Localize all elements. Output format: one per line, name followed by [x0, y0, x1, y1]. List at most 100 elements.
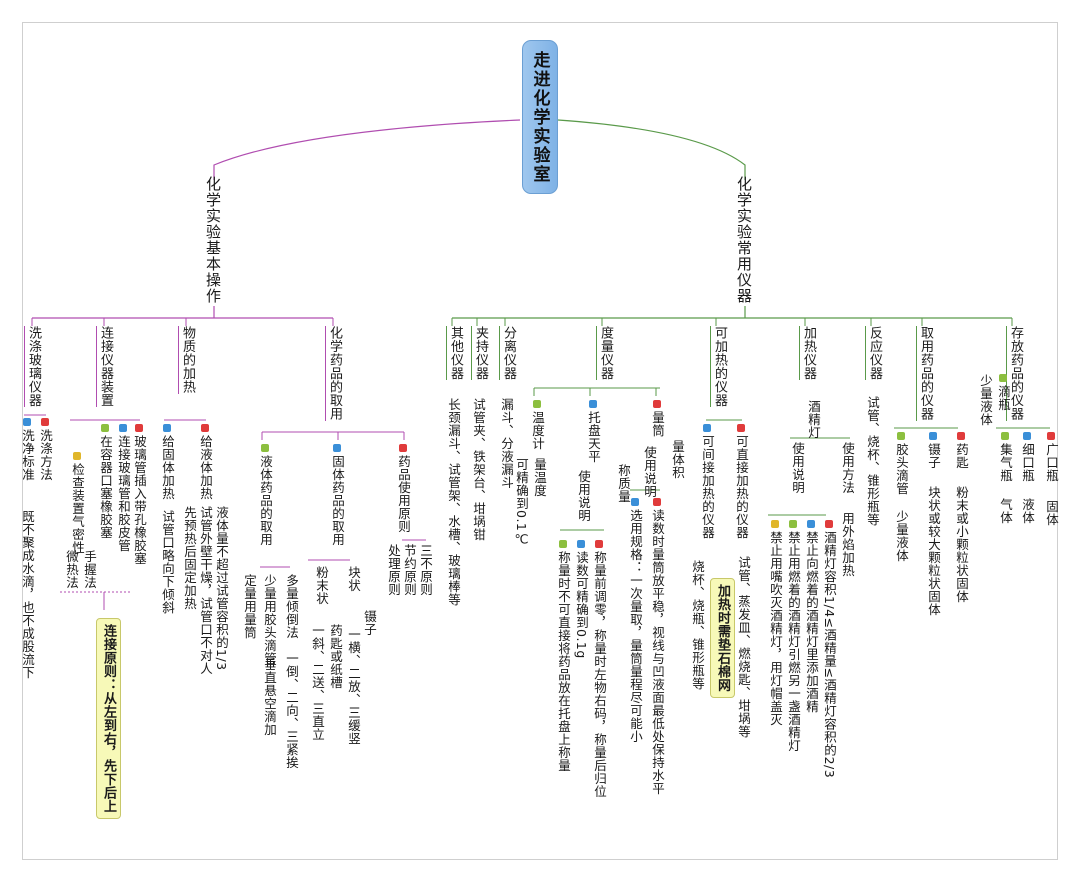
node-clamp-instruments[interactable]: 夹持仪器	[471, 326, 488, 380]
node-heating-instruments[interactable]: 加热仪器	[799, 326, 816, 380]
node-fixed-volume[interactable]: 定量用量筒	[242, 574, 257, 639]
node-balance-2[interactable]: 读数可精确到0.1g	[574, 540, 589, 659]
node-lamp-4[interactable]: 禁止用嘴吹灭酒精灯，用灯帽盖灭	[768, 520, 783, 726]
node-lamp-2[interactable]: 禁止向燃着的酒精灯里添加酒精	[804, 520, 819, 713]
node-lamp-method[interactable]: 使用方法	[840, 442, 855, 494]
node-tweezers[interactable]: 镊子	[362, 610, 377, 636]
priority-1-icon	[825, 520, 833, 528]
node-connect-item1[interactable]: 玻璃管插入带孔橡胶塞	[132, 424, 147, 565]
node-dropper-inst[interactable]: 胶头滴管	[894, 432, 909, 495]
node-direct-text[interactable]: 试管、蒸发皿、燃烧匙、坩埚等	[736, 556, 751, 738]
node-lamp-1[interactable]: 酒精灯容积1/4≤酒精量≤酒精灯容积的2/3	[822, 520, 837, 778]
node-gas-text[interactable]: 气体	[998, 498, 1013, 524]
node-heat-liquid-2[interactable]: 试管外壁干燥，试管口不对人	[198, 506, 213, 675]
node-little[interactable]: 少量用胶头滴管	[262, 574, 277, 665]
node-little-method[interactable]: 垂直悬空滴加	[262, 658, 277, 736]
node-balance[interactable]: 托盘天平	[586, 400, 601, 463]
node-lamp-usage[interactable]: 使用说明	[790, 442, 805, 494]
node-connect-item3[interactable]: 在容器口塞橡胶塞	[98, 424, 113, 539]
node-narrow-bottle[interactable]: 细口瓶	[1020, 432, 1035, 482]
node-wash-standard[interactable]: 洗净标准	[20, 418, 35, 481]
node-indirect-text[interactable]: 烧杯、烧瓶、锥形瓶等	[690, 560, 705, 690]
priority-3-icon	[897, 432, 905, 440]
node-wash-standard-text[interactable]: 既不聚成水滴，也不成股流下	[20, 510, 35, 679]
connect-principle-note[interactable]: 连接原则：从左到右，先下后上	[96, 618, 121, 819]
node-other-instruments[interactable]: 其他仪器	[446, 326, 463, 380]
node-taking-instruments[interactable]: 取用药品的仪器	[916, 326, 933, 421]
node-storage-instruments[interactable]: 存放药品的仪器	[1006, 326, 1023, 421]
node-dropper-text[interactable]: 少量液体	[894, 510, 909, 562]
node-much[interactable]: 多量倾倒法	[284, 574, 299, 639]
priority-2-icon	[807, 520, 815, 528]
node-reaction-text[interactable]: 试管、烧杯、锥形瓶等	[865, 396, 880, 526]
node-powder[interactable]: 粉末状	[314, 566, 329, 605]
node-reaction-instruments[interactable]: 反应仪器	[865, 326, 882, 380]
node-cylinder-1[interactable]: 读数时量筒放平稳，视线与凹液面最低处保持水平	[650, 498, 665, 795]
node-connect-apparatus[interactable]: 连接仪器装置	[96, 326, 113, 407]
node-connect-item2[interactable]: 连接玻璃管和胶皮管	[116, 424, 131, 552]
node-principle-save[interactable]: 节约原则	[402, 544, 417, 596]
node-principle-handle[interactable]: 处理原则	[386, 544, 401, 596]
node-direct-heat[interactable]: 可直接加热的仪器	[734, 424, 749, 539]
node-balance-1[interactable]: 称量前调零，称量时左物右码，称量后归位	[592, 540, 607, 798]
heatable-note[interactable]: 加热时需垫石棉网	[710, 578, 735, 698]
node-heat-solid[interactable]: 给固体加热	[160, 424, 175, 500]
node-drop-bottle[interactable]: 滴瓶	[996, 374, 1011, 411]
node-gas-bottle[interactable]: 集气瓶	[998, 432, 1013, 482]
node-cylinder-volume[interactable]: 量体积	[670, 440, 685, 479]
priority-1-icon	[653, 498, 661, 506]
node-heatable-instruments[interactable]: 可加热的仪器	[710, 326, 727, 407]
node-indirect-heat[interactable]: 可间接加热的仪器	[700, 424, 715, 539]
node-block-method[interactable]: 一横、二放、三缓竖	[346, 628, 361, 745]
node-clamp-text[interactable]: 试管夹、铁架台、坩埚钳	[471, 398, 486, 541]
node-separation-text[interactable]: 漏斗、分液漏斗	[499, 398, 514, 489]
priority-2-icon	[23, 418, 31, 426]
node-powder-method[interactable]: 一斜、二送、三直立	[310, 624, 325, 741]
node-taking-chemicals[interactable]: 化学药品的取用	[325, 326, 342, 421]
node-principle-three-no[interactable]: 三不原则	[418, 544, 433, 596]
node-thermo-measure[interactable]: 量温度	[532, 458, 547, 497]
node-heat-liquid[interactable]: 给液体加热	[198, 424, 213, 500]
node-balance-3[interactable]: 称量时不可直接将药品放在托盘上称量	[556, 540, 571, 772]
node-separation-instruments[interactable]: 分离仪器	[499, 326, 516, 380]
node-measuring-instruments[interactable]: 度量仪器	[596, 326, 613, 380]
node-heat-solid-1[interactable]: 试管口略向下倾斜	[160, 510, 175, 614]
node-usage-principle[interactable]: 药品使用原则	[396, 444, 411, 533]
node-solid-taking[interactable]: 固体药品的取用	[330, 444, 345, 546]
node-thermo-accuracy[interactable]: 可精确到0.1℃	[514, 458, 529, 547]
node-narrow-text[interactable]: 液体	[1020, 498, 1035, 524]
node-cylinder-usage[interactable]: 使用说明	[642, 446, 657, 498]
node-wide-bottle[interactable]: 广口瓶	[1044, 432, 1059, 482]
node-wash-glass[interactable]: 洗涤玻璃仪器	[24, 326, 41, 407]
node-lamp-3[interactable]: 禁止用燃着的酒精灯引燃另一盏酒精灯	[786, 520, 801, 752]
node-spoon[interactable]: 药匙或纸槽	[328, 624, 343, 689]
node-liquid-taking[interactable]: 液体药品的取用	[258, 444, 273, 546]
node-spoon-inst[interactable]: 药匙	[954, 432, 969, 469]
node-drop-text[interactable]: 少量液体	[978, 374, 993, 426]
node-spoon-text[interactable]: 粉末或小颗粒状固体	[954, 486, 969, 603]
right-branch-title[interactable]: 化学实验常用仪器	[735, 176, 753, 304]
root-label: 走进化学实验室	[529, 50, 550, 184]
node-heat-method[interactable]: 微热法	[64, 550, 79, 589]
node-tweezers-text[interactable]: 块状或较大颗粒状固体	[926, 486, 941, 616]
node-other-text[interactable]: 长颈漏斗、试管架、水槽、玻璃棒等	[446, 398, 461, 606]
node-lamp-method-text[interactable]: 用外焰加热	[840, 512, 855, 577]
node-cylinder[interactable]: 量筒	[650, 400, 665, 437]
node-thermometer[interactable]: 温度计	[530, 400, 545, 450]
node-balance-weigh[interactable]: 称质量	[616, 464, 631, 503]
node-balance-usage[interactable]: 使用说明	[576, 470, 591, 522]
node-heat-liquid-3[interactable]: 先预热后固定加热	[182, 506, 197, 610]
root-node[interactable]: 走进化学实验室	[522, 40, 558, 194]
node-alcohol-lamp[interactable]: 酒精灯	[806, 400, 821, 439]
node-heat-liquid-1[interactable]: 液体量不超过试管容积的1/3	[214, 506, 229, 671]
node-connect-item4[interactable]: 检查装置气密性	[70, 452, 85, 554]
node-hand-method[interactable]: 手握法	[82, 550, 97, 589]
left-branch-title[interactable]: 化学实验基本操作	[204, 176, 222, 304]
node-wide-text[interactable]: 固体	[1044, 500, 1059, 526]
node-block[interactable]: 块状	[346, 566, 361, 592]
node-wash-method[interactable]: 洗涤方法	[38, 418, 53, 481]
node-much-method[interactable]: 一倒、二向、三紧挨	[284, 652, 299, 769]
node-cylinder-2[interactable]: 选用规格：一次量取，量筒量程尽可能小	[628, 498, 643, 743]
node-tweezers-inst[interactable]: 镊子	[926, 432, 941, 469]
node-heating[interactable]: 物质的加热	[178, 326, 195, 394]
